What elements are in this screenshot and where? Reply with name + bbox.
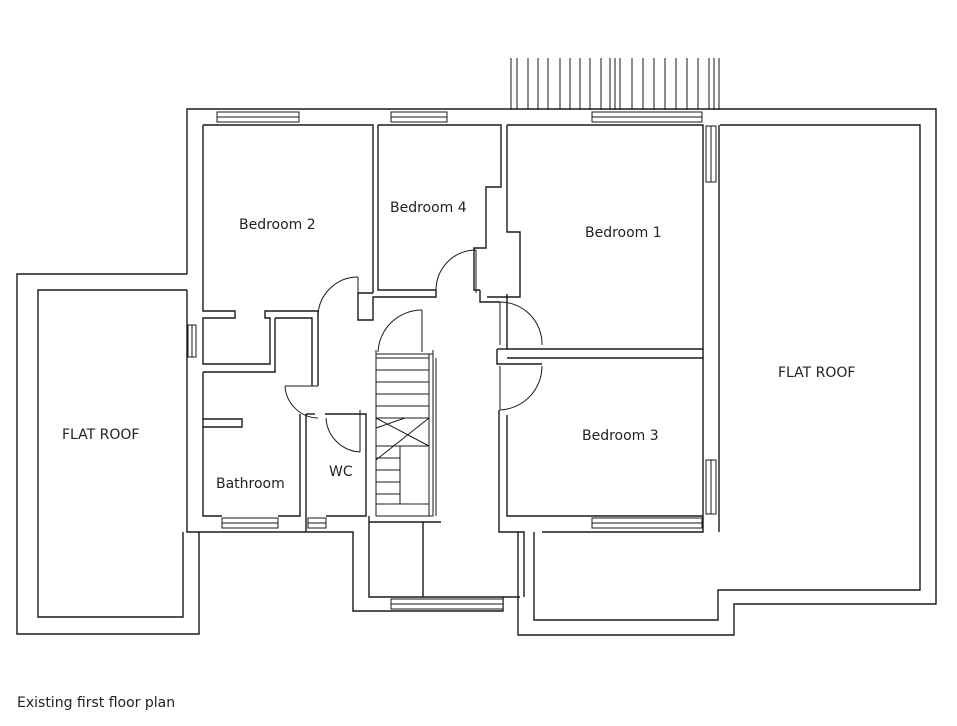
flat-roof-left-label: FLAT ROOF <box>62 427 140 443</box>
outer-walls <box>186 108 720 612</box>
bedroom-2-label: Bedroom 2 <box>239 217 316 233</box>
plan-caption: Existing first floor plan <box>17 695 176 711</box>
flat-roof-left <box>16 273 200 635</box>
bathroom-label: Bathroom <box>216 476 285 492</box>
balcony-railing <box>510 58 720 110</box>
wc-label: WC <box>329 464 353 480</box>
bedroom-3-label: Bedroom 3 <box>582 428 659 444</box>
door-swings <box>284 249 543 453</box>
staircase <box>375 350 437 517</box>
flat-roof-right <box>517 108 937 636</box>
windows <box>187 111 717 610</box>
bedroom-1-label: Bedroom 1 <box>585 225 662 241</box>
interior-walls <box>202 124 720 598</box>
bedroom-4-label: Bedroom 4 <box>390 200 467 216</box>
flat-roof-right-label: FLAT ROOF <box>778 365 856 381</box>
